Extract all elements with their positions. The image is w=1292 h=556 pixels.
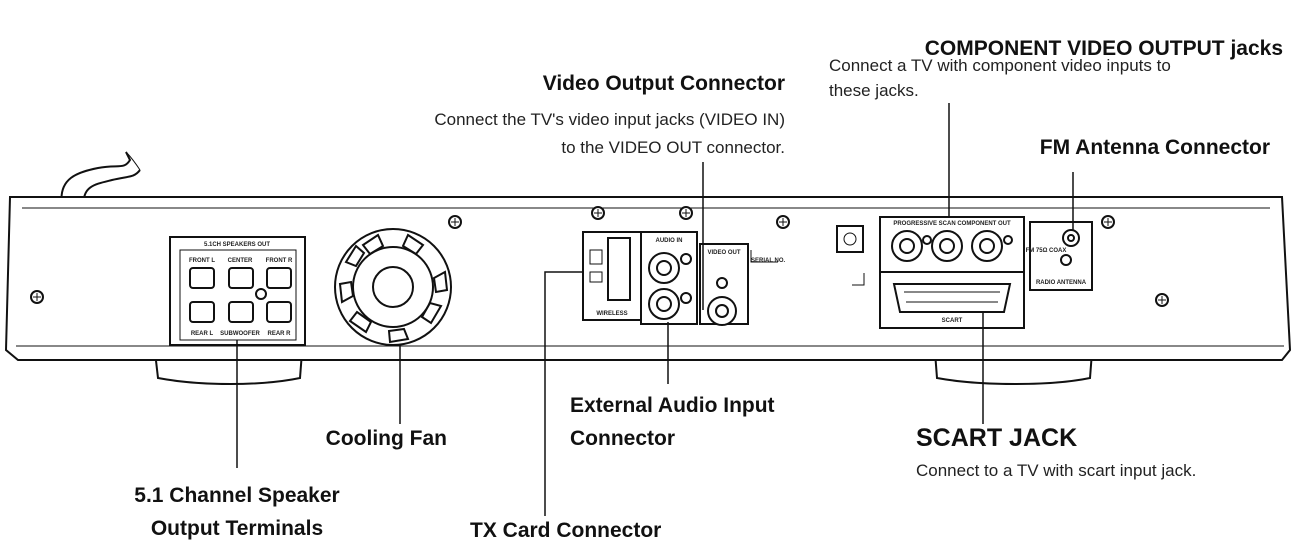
cooling-fan-title: Cooling Fan xyxy=(326,427,447,450)
cooling-fan-grille xyxy=(334,228,452,346)
front-left-label: FRONT L xyxy=(189,258,215,264)
video-output-desc-2: to the VIDEO OUT connector. xyxy=(561,138,785,157)
speaker-terminals-callout: 5.1 Channel Speaker Output Terminals xyxy=(134,484,339,540)
chassis-screws xyxy=(30,206,1169,307)
serial-no-label: SERIAL NO. xyxy=(751,258,786,264)
leader-lines xyxy=(236,103,1074,516)
rear-left-label: REAR L xyxy=(191,331,214,337)
speakers-out-label: 5.1CH SPEAKERS OUT xyxy=(204,242,270,248)
scart-label: SCART xyxy=(942,318,963,324)
video-output-callout: Video Output Connector Connect the TV's … xyxy=(434,72,785,157)
radio-antenna-label: RADIO ANTENNA xyxy=(1036,280,1087,286)
scart-title: SCART JACK xyxy=(916,424,1077,452)
ground-screw xyxy=(836,225,864,253)
speaker-terminals-title-2: Output Terminals xyxy=(151,517,323,540)
video-output-title: Video Output Connector xyxy=(543,72,785,95)
fm-label: FM 75Ω COAX xyxy=(1026,248,1067,254)
video-out-panel: VIDEO OUT SERIAL NO. xyxy=(699,243,786,326)
wireless-panel: WIRELESS xyxy=(582,231,642,321)
center-label: CENTER xyxy=(228,258,253,264)
scart-callout: SCART JACK Connect to a TV with scart in… xyxy=(916,424,1196,480)
component-video-title: COMPONENT VIDEO OUTPUT jacks xyxy=(925,37,1283,60)
external-audio-callout: External Audio Input Connector xyxy=(570,394,775,450)
external-audio-title-2: Connector xyxy=(570,427,675,450)
component-out-label: PROGRESSIVE SCAN COMPONENT OUT xyxy=(893,221,1011,227)
rear-right-label: REAR R xyxy=(267,331,291,337)
front-right-label: FRONT R xyxy=(266,258,293,264)
video-out-label: VIDEO OUT xyxy=(707,250,740,256)
speaker-terminals-title-1: 5.1 Channel Speaker xyxy=(134,484,339,507)
fm-antenna-title: FM Antenna Connector xyxy=(1040,136,1270,159)
subwoofer-label: SUBWOOFER xyxy=(220,331,260,337)
component-video-callout: COMPONENT VIDEO OUTPUT jacks Connect a T… xyxy=(829,37,1283,100)
component-out-panel: PROGRESSIVE SCAN COMPONENT OUT xyxy=(879,216,1025,273)
video-output-desc-1: Connect the TV's video input jacks (VIDE… xyxy=(434,110,785,129)
scart-desc: Connect to a TV with scart input jack. xyxy=(916,461,1196,480)
component-video-desc-2: these jacks. xyxy=(829,81,919,100)
external-audio-title-1: External Audio Input xyxy=(570,394,775,417)
audio-in-panel: AUDIO IN xyxy=(640,231,698,325)
speaker-terminal-block: 5.1CH SPEAKERS OUT FRONT L CENTER FRONT … xyxy=(169,236,306,346)
scart-panel: SCART xyxy=(879,271,1025,329)
audio-in-label: AUDIO IN xyxy=(656,238,683,244)
radio-antenna-panel: FM 75Ω COAX RADIO ANTENNA xyxy=(1026,221,1093,291)
tx-card-title: TX Card Connector xyxy=(470,519,661,542)
component-video-desc-1: Connect a TV with component video inputs… xyxy=(829,56,1171,75)
wireless-label: WIRELESS xyxy=(596,311,627,317)
